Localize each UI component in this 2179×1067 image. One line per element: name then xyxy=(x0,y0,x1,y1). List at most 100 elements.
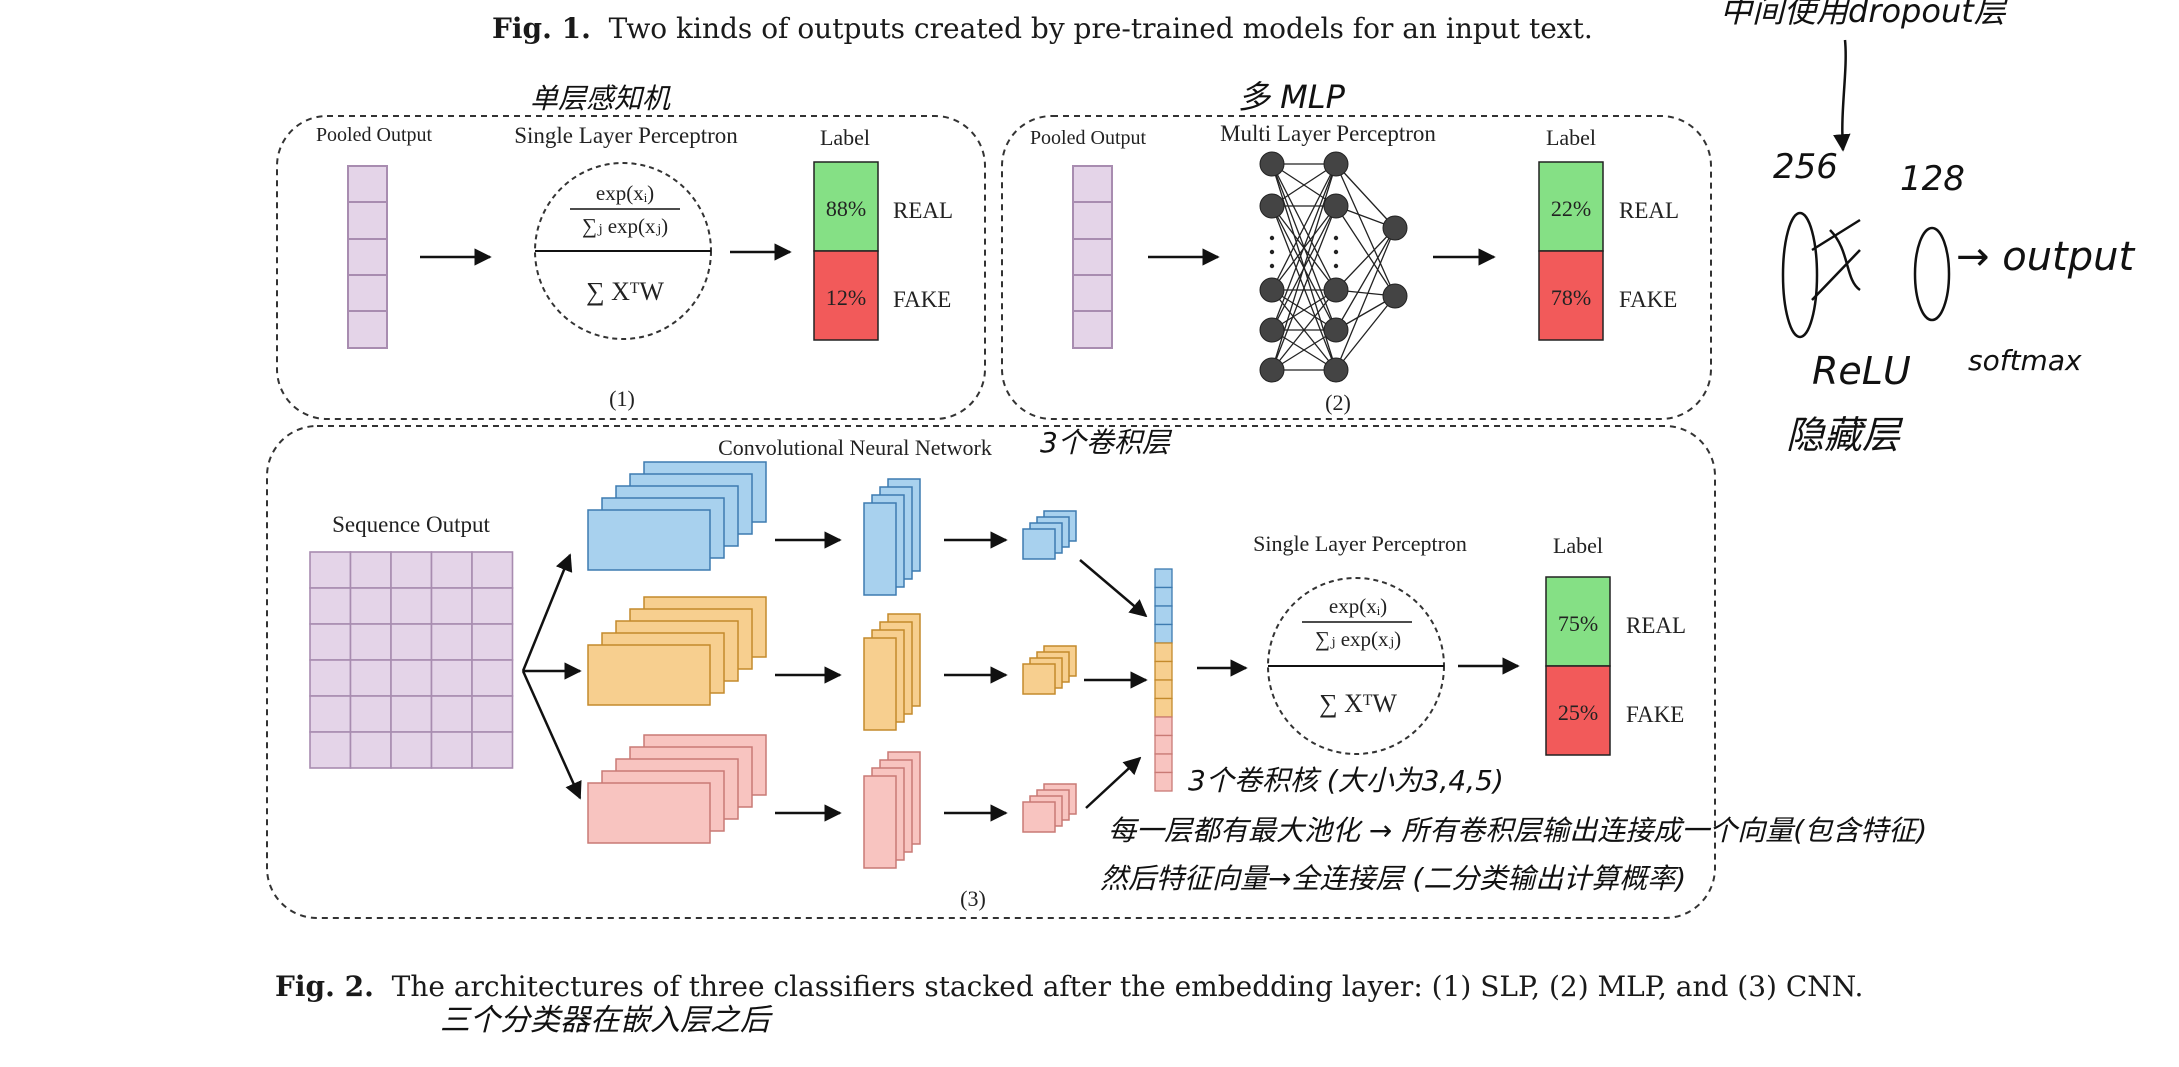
mlp-edge xyxy=(1335,227,1396,371)
mlp-ellipsis-dot xyxy=(1269,235,1275,241)
panel3-border xyxy=(266,425,1716,919)
sequence-cell xyxy=(471,695,514,733)
panel3-real-pct: 75% xyxy=(1558,611,1598,636)
panel3-sequence-grid xyxy=(309,551,514,769)
sequence-cell xyxy=(309,659,352,697)
mlp-ellipsis-dot xyxy=(1333,235,1339,241)
panel-cnn: Convolutional Neural Network Sequence Ou… xyxy=(266,425,1716,919)
mlp-node xyxy=(1259,357,1285,383)
panel2-title: Multi Layer Perceptron xyxy=(1220,121,1436,146)
note-kernels: 3个卷积核 (大小为3,4,5) xyxy=(1188,764,1504,797)
panel3-concat-vector xyxy=(1154,568,1173,792)
conv-output-pink xyxy=(863,775,897,869)
mlp-edge xyxy=(1335,227,1396,291)
pooled-map-blue xyxy=(1022,528,1056,560)
sequence-cell xyxy=(430,695,473,733)
panel1-real-pct: 88% xyxy=(826,196,866,221)
handwritten-notes: 单层感知机 多 MLP 中间使用dropout层 256 128 → outpu… xyxy=(440,0,2135,1038)
panel3-sequence-label: Sequence Output xyxy=(332,512,490,537)
concat-cell xyxy=(1154,642,1173,663)
note-256: 256 xyxy=(1773,147,1838,187)
mlp-node xyxy=(1259,317,1285,343)
concat-cell xyxy=(1154,771,1173,792)
sequence-cell xyxy=(471,659,514,697)
fig2-caption-text: The architectures of three classifiers s… xyxy=(391,970,1864,1003)
mlp-node xyxy=(1323,357,1349,383)
concat-cell xyxy=(1154,623,1173,644)
note-output: → output xyxy=(1956,234,2135,280)
sequence-cell xyxy=(309,623,352,661)
sequence-cell xyxy=(430,623,473,661)
mlp-node xyxy=(1259,193,1285,219)
mlp-edge xyxy=(1335,227,1396,331)
panel3-real-bar xyxy=(1545,576,1611,667)
mlp-edge xyxy=(1271,163,1337,207)
sequence-cell xyxy=(471,623,514,661)
pooled-map-pink xyxy=(1022,801,1056,833)
mlp-edge xyxy=(1271,163,1337,291)
panel3-slp-title: Single Layer Perceptron xyxy=(1253,531,1467,556)
mlp-ellipsis-dot xyxy=(1269,263,1275,269)
concat-cell xyxy=(1154,734,1173,755)
concat-cell xyxy=(1154,605,1173,626)
panel2-label-header: Label xyxy=(1546,125,1596,150)
sequence-cell xyxy=(390,695,433,733)
note-layer-128-ellipse xyxy=(1913,226,1951,322)
concat-cell xyxy=(1154,586,1173,607)
panel1-fake-bar xyxy=(813,250,879,341)
mlp-node xyxy=(1259,277,1285,303)
panel3-number: (3) xyxy=(960,886,986,911)
fig1-caption-text: Two kinds of outputs created by pre-trai… xyxy=(608,12,1593,45)
panel3-branches xyxy=(587,461,1148,869)
panel2-real-label: REAL xyxy=(1619,198,1679,223)
panel3-real-label: REAL xyxy=(1626,613,1686,638)
sequence-cell xyxy=(471,731,514,769)
panel3-formula-sum: ∑ XᵀW xyxy=(1319,689,1397,718)
concat-cell xyxy=(1154,716,1173,737)
panel1-pooled-vector xyxy=(347,165,388,349)
concat-cell xyxy=(1154,753,1173,774)
sequence-cell xyxy=(471,551,514,589)
arrow-concat-top xyxy=(1079,559,1148,618)
panel2-fake-pct: 78% xyxy=(1551,285,1591,310)
sequence-cell xyxy=(390,551,433,589)
fig1-caption-label: Fig. 1. xyxy=(492,12,591,45)
feature-map-pink xyxy=(587,782,711,844)
mlp-edge xyxy=(1335,163,1396,297)
note-dropout: 中间使用dropout层 xyxy=(1720,0,2009,30)
sequence-cell xyxy=(430,659,473,697)
note-dropout-arrow xyxy=(1833,39,1851,152)
note-softmax: softmax xyxy=(1968,344,2082,377)
mlp-node xyxy=(1382,215,1408,241)
note-layer-256-ellipse xyxy=(1781,211,1819,339)
sequence-cell xyxy=(309,695,352,733)
mlp-ellipsis-dot xyxy=(1269,249,1275,255)
note-fc: 然后特征向量→全连接层 (二分类输出计算概率) xyxy=(1100,862,1686,895)
mlp-edge xyxy=(1271,289,1337,371)
panel2-real-pct: 22% xyxy=(1551,196,1591,221)
sequence-cell xyxy=(349,695,392,733)
fig2-caption: Fig. 2. The architectures of three class… xyxy=(275,970,1863,1003)
panel3-formula-bottom: ∑ⱼ exp(xⱼ) xyxy=(1315,627,1401,651)
concat-cell xyxy=(1154,568,1173,589)
mlp-node xyxy=(1323,277,1349,303)
arrow-concat-bottom xyxy=(1085,756,1142,809)
panel1-title: Single Layer Perceptron xyxy=(514,123,738,148)
fig1-caption: Fig. 1. Two kinds of outputs created by … xyxy=(492,12,1593,45)
sequence-cell xyxy=(349,731,392,769)
mlp-edge xyxy=(1271,329,1337,371)
note-pooling: 每一层都有最大池化 → 所有卷积层输出连接成一个向量(包含特征) xyxy=(1108,814,1927,847)
note-cnn: 3个卷积层 xyxy=(1040,426,1173,459)
panel-slp: Pooled Output Single Layer Perceptron ex… xyxy=(276,115,986,420)
note-128: 128 xyxy=(1900,159,1965,199)
mlp-edge xyxy=(1271,205,1337,371)
mlp-edge xyxy=(1335,205,1396,297)
feature-map-orange xyxy=(587,644,711,706)
sequence-cell xyxy=(390,587,433,625)
mlp-edge xyxy=(1335,163,1396,229)
mlp-node xyxy=(1323,193,1349,219)
panel3-label-header: Label xyxy=(1553,533,1603,558)
panel2-real-bar xyxy=(1538,161,1604,252)
branch-arrow-bottom xyxy=(521,670,582,800)
